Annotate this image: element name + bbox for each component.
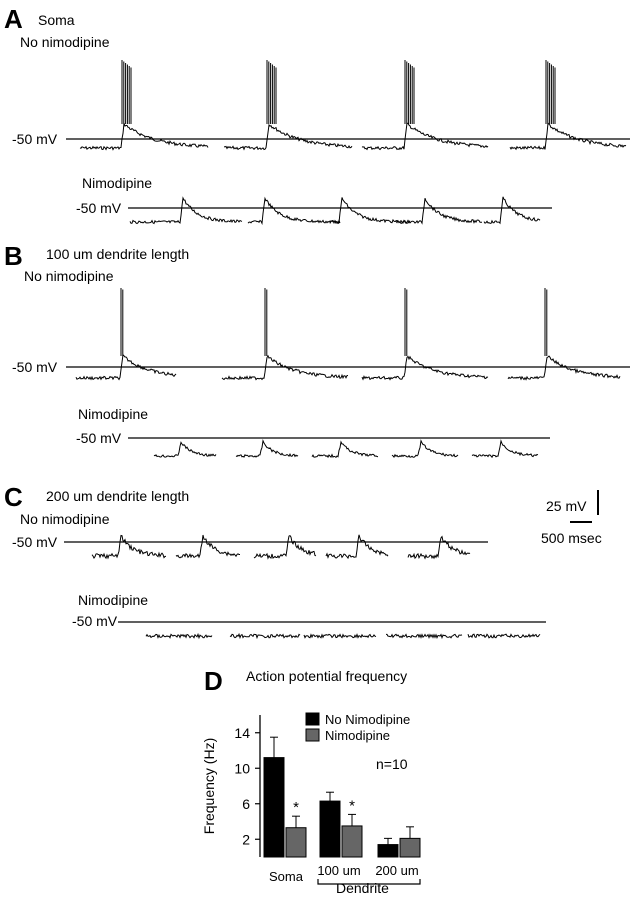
panel-b-drug-label: Nimodipine bbox=[78, 406, 149, 422]
legend-swatch bbox=[305, 712, 320, 726]
panel-c-control-sweep bbox=[407, 535, 471, 560]
panel-a-control-label: No nimodipine bbox=[20, 34, 110, 50]
panel-c-drug-sweep bbox=[303, 633, 377, 639]
significance-marker: * bbox=[293, 799, 299, 816]
panel-b-drug-sweep bbox=[235, 439, 299, 458]
panel-c-drug-sweep bbox=[386, 633, 463, 640]
panel-a-drug-sweep bbox=[483, 196, 541, 225]
panel-b-title: 100 um dendrite length bbox=[46, 246, 190, 262]
panel-b-control-sweep bbox=[507, 355, 621, 381]
panel-b-drug-sweep bbox=[391, 439, 459, 459]
panel-b-control-sweep bbox=[361, 355, 489, 381]
x-tick-label: 200 um bbox=[375, 863, 418, 878]
panel-letter-a: A bbox=[4, 4, 23, 34]
x-tick-label: Soma bbox=[269, 869, 304, 884]
panel-c-control-sweep bbox=[175, 534, 240, 559]
panel-c-drug-sweep bbox=[229, 632, 301, 640]
panel-c-control-sweep bbox=[325, 534, 389, 560]
panel-letter-b: B bbox=[4, 241, 23, 271]
panel-d-title: Action potential frequency bbox=[246, 668, 408, 684]
y-tick-label: 6 bbox=[242, 796, 250, 812]
panel-a-control-sweep bbox=[79, 123, 209, 151]
legend-label: Nimodipine bbox=[325, 728, 390, 743]
legend-swatch bbox=[305, 728, 320, 742]
panel-c-title: 200 um dendrite length bbox=[46, 488, 190, 504]
bar-no-nimodipine bbox=[319, 800, 341, 858]
n-label: n=10 bbox=[376, 756, 408, 772]
panel-letter-c: C bbox=[4, 482, 23, 512]
y-tick-label: 10 bbox=[234, 760, 250, 776]
panel-a-drug-mv: -50 mV bbox=[76, 200, 122, 216]
panel-b-control-sweep bbox=[75, 353, 177, 381]
legend-label: No Nimodipine bbox=[325, 712, 410, 727]
panel-b-control-sweep bbox=[221, 354, 349, 381]
panel-c-drug-mv: -50 mV bbox=[72, 613, 118, 629]
panel-c-control-sweep bbox=[253, 534, 317, 560]
bar-no-nimodipine bbox=[263, 757, 285, 858]
panel-b-drug-sweep bbox=[471, 439, 539, 459]
panel-b-drug-sweep bbox=[153, 441, 217, 458]
panel-c-control-sweep bbox=[91, 534, 166, 560]
panel-a-drug-sweep bbox=[395, 198, 483, 225]
scale-bar bbox=[570, 490, 599, 523]
y-tick-label: 14 bbox=[234, 725, 250, 741]
bar-no-nimodipine bbox=[377, 844, 399, 858]
panel-a-drug-sweep bbox=[247, 196, 341, 226]
panel-c-control-mv: -50 mV bbox=[12, 534, 58, 550]
scale-voltage-label: 25 mV bbox=[546, 498, 587, 514]
panel-c-control-label: No nimodipine bbox=[20, 511, 110, 527]
x-tick-label: 100 um bbox=[317, 863, 360, 878]
electrophysiology-traces bbox=[64, 60, 630, 640]
panel-a-drug-sweep bbox=[329, 197, 411, 225]
panel-b-drug-mv: -50 mV bbox=[76, 430, 122, 446]
bar-nimodipine bbox=[399, 837, 421, 858]
y-axis-label: Frequency (Hz) bbox=[201, 738, 217, 834]
panel-letter-d: D bbox=[204, 666, 223, 696]
significance-marker: * bbox=[349, 797, 355, 814]
bar-nimodipine bbox=[341, 825, 363, 858]
y-tick-label: 2 bbox=[242, 831, 250, 847]
panel-a-control-sweep bbox=[509, 121, 627, 151]
panel-a-drug-label: Nimodipine bbox=[82, 175, 153, 191]
panel-a-control-mv: -50 mV bbox=[12, 131, 58, 147]
panel-b-control-mv: -50 mV bbox=[12, 359, 58, 375]
panel-c-drug-sweep bbox=[145, 632, 213, 640]
panel-b-drug-sweep bbox=[311, 440, 379, 459]
panel-c-drug-sweep bbox=[467, 633, 541, 639]
bar-nimodipine bbox=[285, 827, 307, 858]
dendrite-bracket bbox=[317, 879, 421, 885]
scale-time-label: 500 msec bbox=[541, 530, 602, 546]
panel-c-drug-label: Nimodipine bbox=[78, 592, 149, 608]
panel-b-control-label: No nimodipine bbox=[24, 268, 114, 284]
panel-a-title: Soma bbox=[38, 12, 75, 28]
panel-a-control-sweep bbox=[361, 122, 489, 151]
panel-a-drug-sweep bbox=[129, 196, 243, 225]
panel-a-control-sweep bbox=[223, 123, 353, 151]
